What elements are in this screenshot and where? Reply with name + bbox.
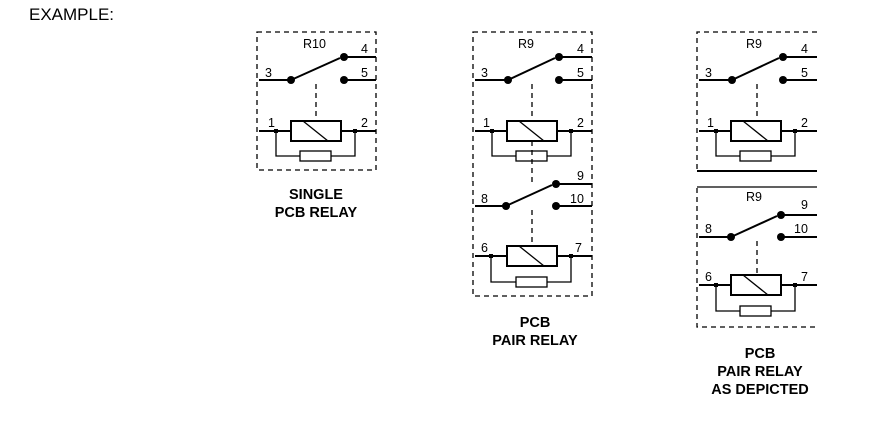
caption-line: PCB — [520, 315, 551, 331]
relay-outline — [696, 31, 817, 170]
pin-label: 5 — [801, 66, 808, 80]
caption-line: PCB — [745, 346, 776, 362]
relay-coil — [475, 245, 592, 288]
pin-label: 3 — [705, 66, 712, 80]
caption-line: PCB RELAY — [275, 205, 358, 221]
pin-label: 6 — [481, 241, 488, 255]
caption-line: PAIR RELAY — [717, 364, 803, 380]
pin-label: 1 — [268, 116, 275, 130]
pcb-pair-relay-depicted: R9 3 4 5 — [696, 31, 817, 398]
pcb-pair-relay: R9 3 4 5 — [472, 31, 593, 349]
pin-label: 2 — [801, 116, 808, 130]
pin-label: 8 — [481, 192, 488, 206]
pin-label: 1 — [483, 116, 490, 130]
pin-label: 9 — [801, 198, 808, 212]
relay-label: R9 — [746, 190, 762, 204]
changeover-switch — [475, 53, 592, 84]
pin-label: 4 — [577, 42, 584, 56]
pin-label: 2 — [361, 116, 368, 130]
changeover-switch — [475, 180, 592, 210]
relay-coil — [475, 120, 592, 162]
relay-label: R9 — [746, 37, 762, 51]
pin-label: 10 — [570, 192, 584, 206]
pin-label: 3 — [481, 66, 488, 80]
pin-label: 9 — [577, 169, 584, 183]
resistor — [299, 150, 332, 162]
pin-label: 3 — [265, 66, 272, 80]
pin-label: 5 — [361, 66, 368, 80]
pin-label: 5 — [577, 66, 584, 80]
relay-coil — [699, 274, 817, 317]
caption-line: PAIR RELAY — [492, 333, 578, 349]
relay-label: R10 — [303, 37, 326, 51]
pin-label: 4 — [801, 42, 808, 56]
caption-line: SINGLE — [289, 187, 343, 203]
changeover-switch — [259, 53, 376, 84]
pin-label: 8 — [705, 222, 712, 236]
pin-label: 4 — [361, 42, 368, 56]
pin-label: 10 — [794, 222, 808, 236]
pin-label: 7 — [801, 270, 808, 284]
relay-outline — [696, 188, 817, 328]
relay-label: R9 — [518, 37, 534, 51]
relay-coil — [699, 120, 817, 162]
relay-outline — [256, 31, 377, 171]
relay-outline — [472, 31, 593, 297]
changeover-switch — [699, 211, 817, 241]
pin-label: 2 — [577, 116, 584, 130]
pin-label: 6 — [705, 270, 712, 284]
pin-label: 7 — [575, 241, 582, 255]
changeover-switch — [699, 53, 817, 84]
example-heading: EXAMPLE: — [29, 5, 115, 24]
relay-coil — [259, 120, 376, 162]
single-pcb-relay: R10 3 4 5 — [256, 31, 377, 221]
pin-label: 1 — [707, 116, 714, 130]
caption-line: AS DEPICTED — [711, 382, 809, 398]
